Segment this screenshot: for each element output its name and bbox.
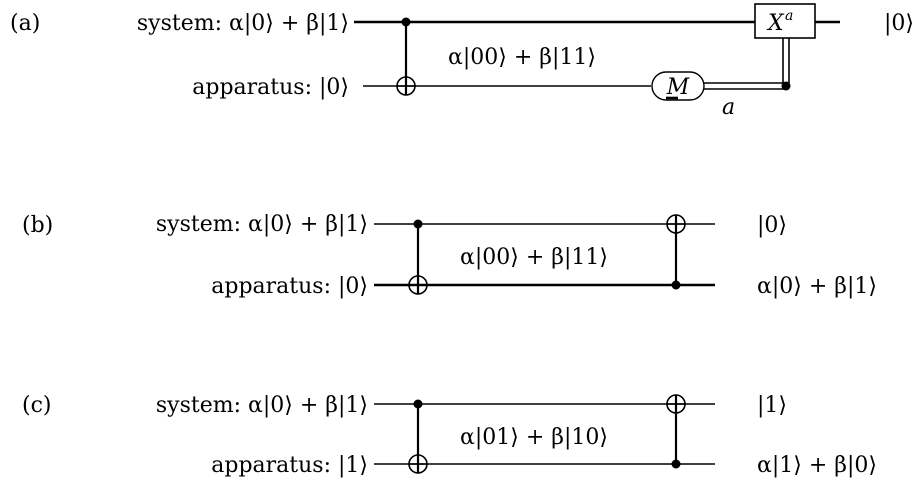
- circuit-a-gate-superscript: a: [785, 8, 793, 24]
- circuit-c-cnot2-control-dot: [671, 459, 681, 469]
- circuit-b-middle-state: α|00⟩ + β|11⟩: [460, 245, 608, 270]
- circuit-a: (a) system: α|0⟩ + β|1⟩ apparatus: |0⟩ α…: [10, 3, 914, 120]
- circuit-a-top-input: system: α|0⟩ + β|1⟩: [137, 11, 349, 36]
- circuit-b-top-input: system: α|0⟩ + β|1⟩: [156, 212, 368, 237]
- circuit-a-classical-control-dot: [781, 81, 791, 91]
- circuit-b-cnot2-control-dot: [671, 280, 681, 290]
- circuit-b-label: (b): [22, 213, 53, 238]
- circuit-a-bottom-input: apparatus: |0⟩: [192, 75, 349, 100]
- circuit-c-middle-state: α|01⟩ + β|10⟩: [460, 425, 608, 450]
- circuit-a-x-gate: [754, 3, 816, 39]
- circuit-c-label: (c): [22, 393, 52, 418]
- circuit-c-bottom-output: α|1⟩ + β|0⟩: [757, 453, 877, 478]
- circuit-b-cnot1-target: [408, 275, 428, 295]
- circuit-a-label: (a): [10, 11, 40, 36]
- circuit-a-classical-label: a: [722, 95, 735, 120]
- circuit-b: (b) system: α|0⟩ + β|1⟩ apparatus: |0⟩ α…: [22, 212, 877, 299]
- circuit-a-top-output: |0⟩: [884, 11, 914, 36]
- circuit-c-bottom-input: apparatus: |1⟩: [211, 453, 368, 478]
- circuit-c-top-input: system: α|0⟩ + β|1⟩: [156, 393, 368, 418]
- circuit-b-top-output: |0⟩: [757, 213, 787, 238]
- circuit-c-top-output: |1⟩: [757, 393, 787, 418]
- circuit-a-measure-icon: [651, 71, 705, 101]
- circuit-a-middle-state: α|00⟩ + β|11⟩: [448, 45, 596, 70]
- circuit-c: (c) system: α|0⟩ + β|1⟩ apparatus: |1⟩ α…: [22, 393, 877, 478]
- circuit-b-bottom-input: apparatus: |0⟩: [211, 274, 368, 299]
- circuit-b-bottom-output: α|0⟩ + β|1⟩: [757, 274, 877, 299]
- circuit-a-measure-label: M: [666, 75, 690, 100]
- circuit-a-gate-label: X: [766, 11, 785, 36]
